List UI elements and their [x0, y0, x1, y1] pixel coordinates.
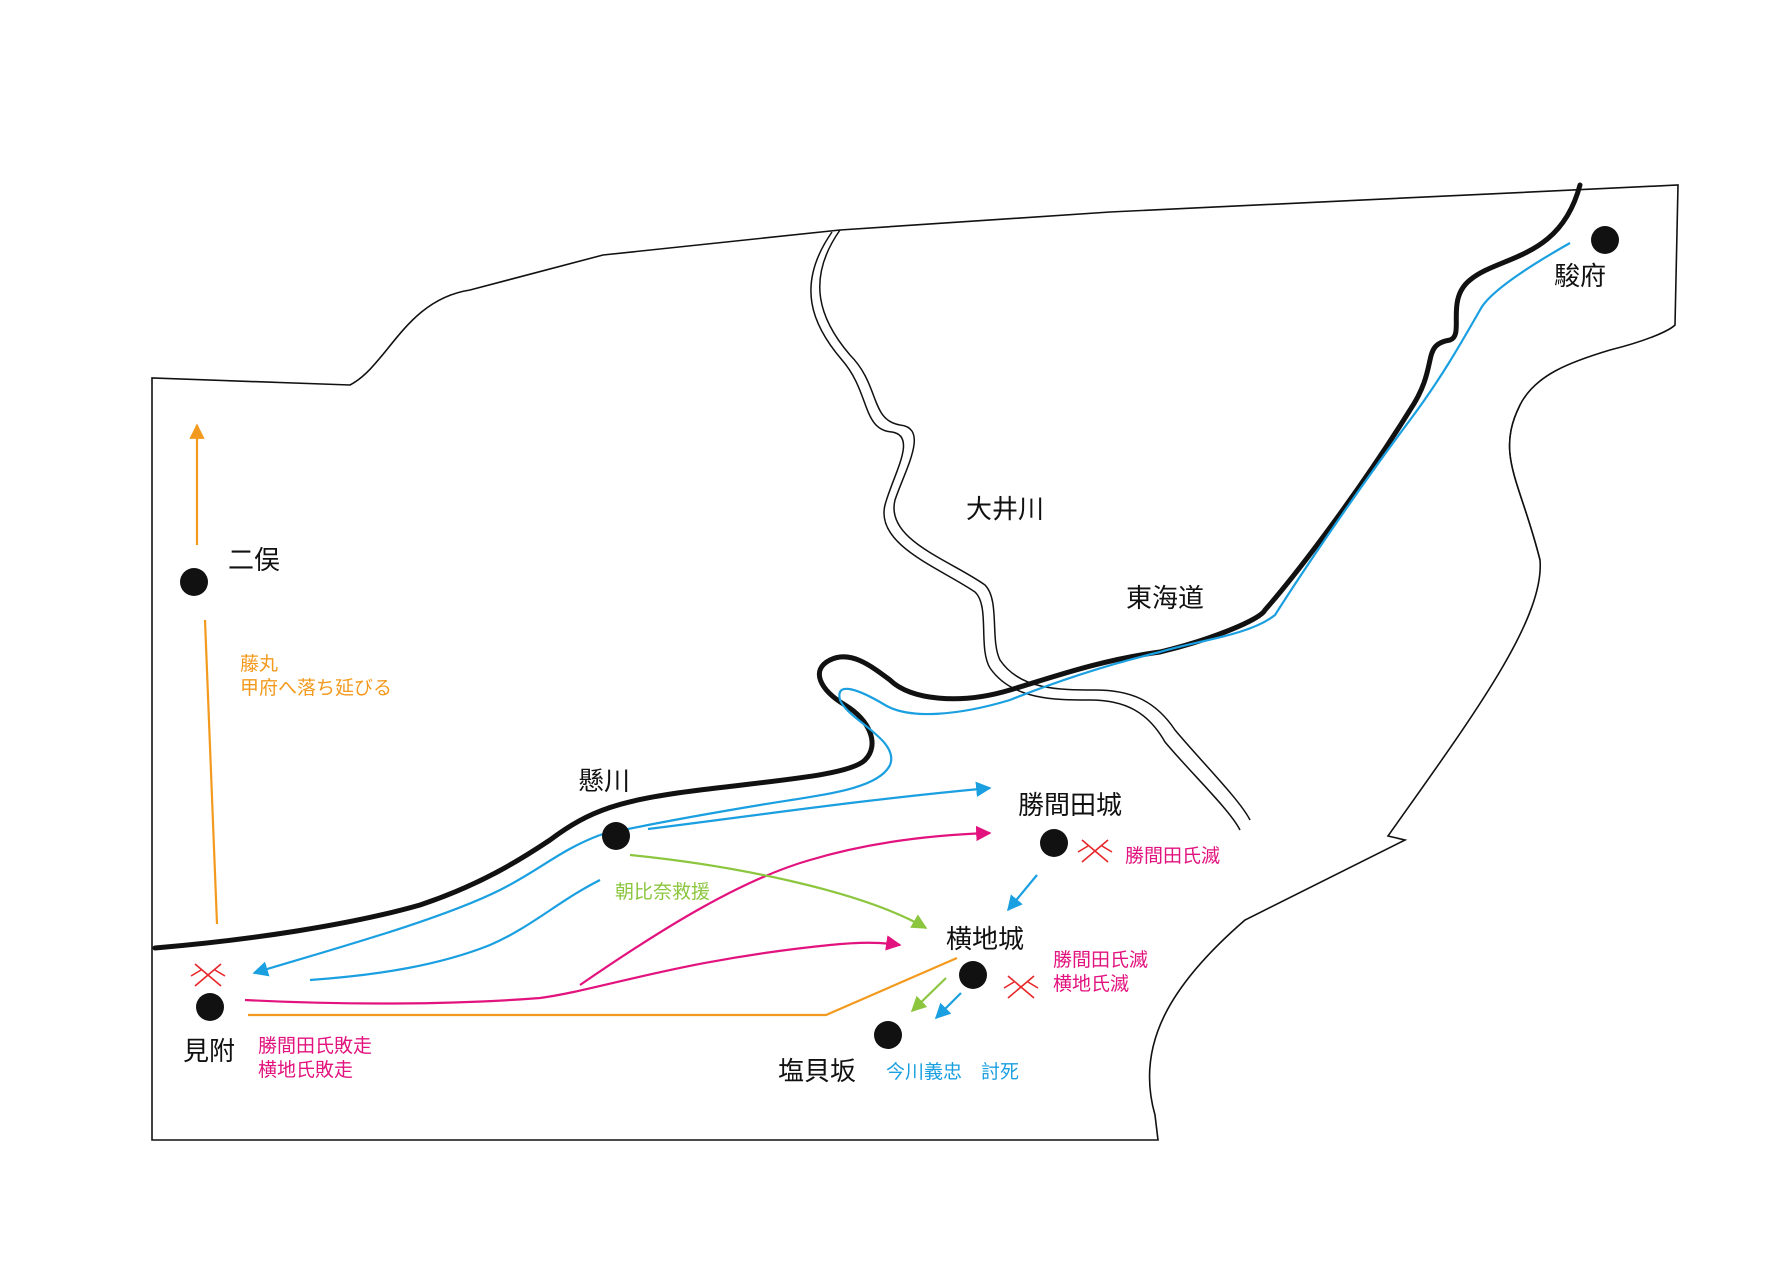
note-mitsuke-rout-2: 横地氏敗走	[258, 1059, 353, 1081]
note-fujimaru-name: 藤丸	[240, 653, 278, 675]
boundary-line	[1508, 404, 1541, 561]
note-mitsuke-rout-1: 勝間田氏敗走	[258, 1035, 372, 1057]
place-label-mitsuke: 見附	[183, 1037, 235, 1067]
region-outline	[151, 184, 1679, 1141]
imagawa-route-return	[309, 879, 601, 982]
fujimaru-route-mitsuke-to-futamata	[203, 619, 219, 925]
note-imagawa-death: 今川義忠 討死	[886, 1061, 1019, 1083]
fujimaru-route-mitsuke-to-yokochi	[248, 956, 958, 1017]
place-label-kakegawa: 懸川	[578, 767, 630, 797]
place-label-futamata: 二俣	[228, 546, 280, 576]
katsumata-yokochi-route-to-yokochi	[244, 935, 902, 1005]
place-label-shiokaizaka: 塩貝坂	[778, 1057, 856, 1087]
town-dot-katsumatajo	[1040, 829, 1068, 857]
town-dot-futamata	[180, 568, 208, 596]
note-katsumata-fall: 勝間田氏滅	[1125, 845, 1220, 867]
imagawa-route-katsumata-to-yokochi	[1007, 874, 1038, 912]
town-dot-kakegawa	[602, 822, 630, 850]
asahina-relief-route	[629, 853, 928, 929]
place-label-oigawa: 大井川	[966, 495, 1044, 525]
oigawa-river-right-bank	[810, 231, 1241, 831]
town-dot-sunpu	[1591, 226, 1619, 254]
place-label-yokochijo: 横地城	[946, 925, 1024, 955]
katsumata-yokochi-route-to-katsumata	[579, 825, 992, 986]
imagawa-route-sunpu-to-kakegawa	[599, 242, 1571, 837]
place-label-tokaido: 東海道	[1126, 584, 1204, 614]
place-label-katsumatajo: 勝間田城	[1018, 791, 1122, 821]
battle-icon-yokochijo	[1003, 975, 1039, 999]
note-asahina-relief: 朝比奈救援	[615, 881, 710, 903]
imagawa-route-yokochi-to-shiokaizaka	[934, 992, 962, 1020]
town-dot-yokochijo	[959, 961, 987, 989]
town-dot-mitsuke	[196, 993, 224, 1021]
note-yokochi-fall-1: 勝間田氏滅	[1053, 949, 1148, 971]
battle-icon-mitsuke	[190, 963, 226, 987]
tokaido-road	[152, 182, 1583, 951]
place-label-sunpu: 駿府	[1554, 262, 1606, 292]
imagawa-route-to-mitsuke	[252, 833, 601, 977]
asahina-route-to-shiokaizaka	[910, 977, 947, 1013]
oigawa-river-left-bank	[819, 229, 1251, 821]
note-fujimaru-escape: 甲府へ落ち延びる	[240, 677, 392, 699]
imagawa-route-kakegawa-to-katsumata	[647, 781, 992, 831]
town-dot-shiokaizaka	[874, 1021, 902, 1049]
note-yokochi-fall-2: 横地氏滅	[1053, 973, 1129, 995]
battle-icon-katsumatajo	[1077, 839, 1113, 863]
